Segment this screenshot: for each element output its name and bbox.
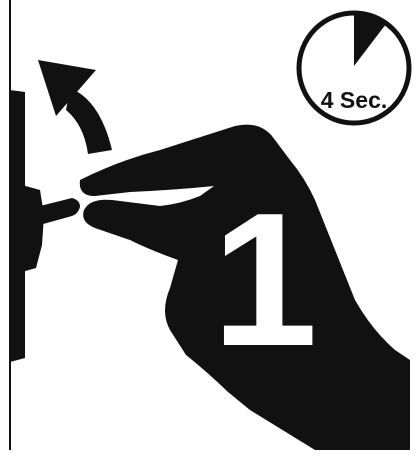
timer-label: 4 Sec. [321,87,388,113]
step-number: 1 [212,174,318,386]
knob-icon [10,90,80,362]
curved-arrow-icon [38,60,112,154]
stopwatch-icon: 4 Sec. [299,13,409,123]
